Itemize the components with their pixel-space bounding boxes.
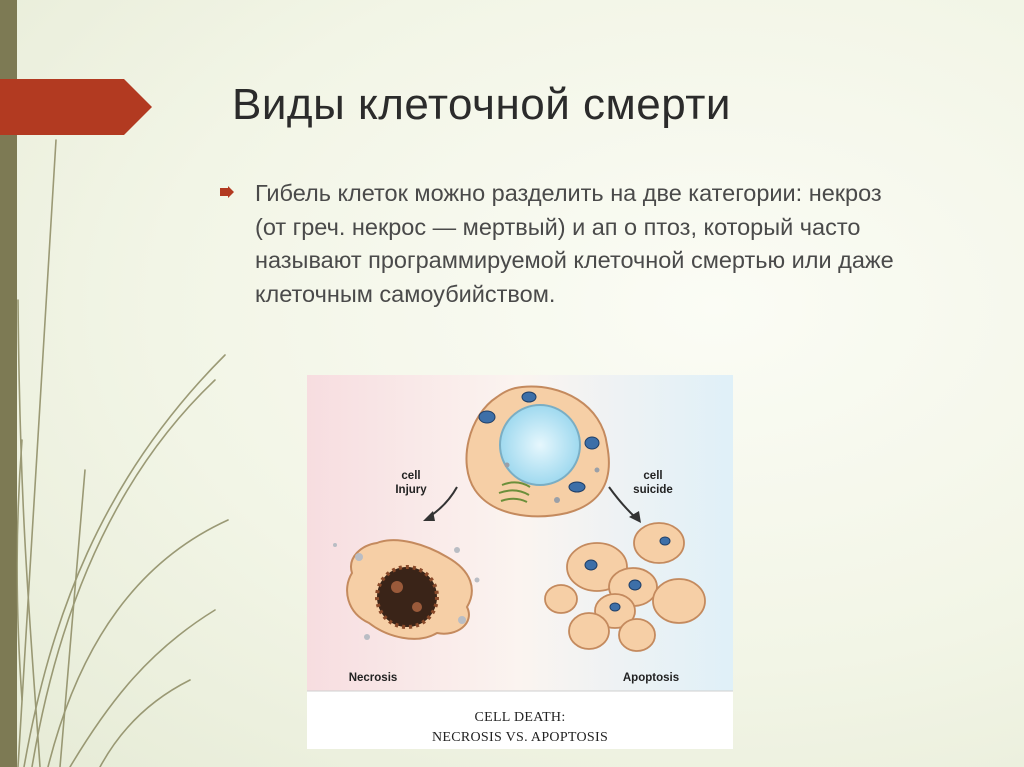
caption-line-2: NECROSIS VS. APOPTOSIS	[432, 730, 608, 745]
bullet-arrow-icon	[220, 186, 234, 198]
label-cell-injury-2: Injury	[395, 484, 427, 496]
necrotic-cell	[333, 539, 480, 640]
bullet-paragraph: Гибель клеток можно разделить на две кат…	[255, 180, 894, 307]
label-cell-injury-1: cell	[401, 470, 420, 482]
label-cell-suicide-1: cell	[643, 470, 662, 482]
label-cell-suicide-2: suicide	[633, 484, 673, 496]
decorative-grass-lines	[16, 139, 229, 767]
left-decor-bar	[0, 0, 17, 767]
label-apoptosis: Apoptosis	[623, 672, 679, 684]
slide-title: Виды клеточной смерти	[232, 80, 731, 129]
caption-background	[307, 691, 733, 749]
label-necrosis: Necrosis	[349, 672, 398, 684]
healthy-cell	[465, 385, 610, 518]
title-accent-arrow	[0, 79, 152, 135]
caption-line-1: CELL DEATH:	[474, 710, 565, 725]
cell-death-figure: cell Injury cell suicide	[307, 375, 733, 749]
